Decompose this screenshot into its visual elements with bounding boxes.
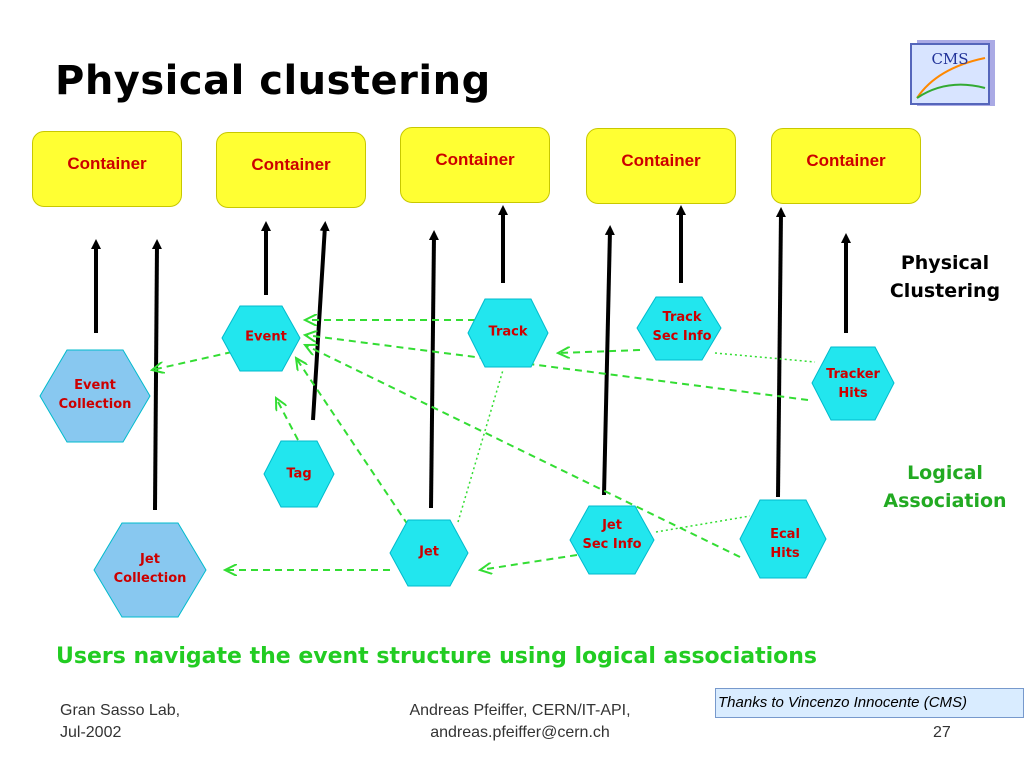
cms-logo-text: CMS <box>931 50 968 68</box>
logical-arrow <box>276 398 299 441</box>
physical-arrow <box>151 239 162 511</box>
container-box-4: Container <box>586 128 736 204</box>
object-node-tag <box>263 440 335 508</box>
object-node-track-sec-info <box>636 296 722 361</box>
page-number: 27 <box>933 724 951 741</box>
thanks-box: Thanks to Vincenzo Innocente (CMS) <box>715 688 1024 718</box>
object-node-ecal-hits <box>739 499 827 579</box>
object-node-tracker-hits <box>811 346 895 421</box>
legend-physical-clustering: Physical Clustering <box>889 252 1001 302</box>
object-node-jet <box>389 519 469 587</box>
physical-arrow <box>602 225 615 496</box>
collection-node-jet-collection <box>93 522 207 618</box>
object-node-track <box>467 298 549 368</box>
page-title: Physical clustering <box>55 58 491 104</box>
collection-node-event-collection <box>39 349 151 443</box>
container-box-2: Container <box>216 132 366 208</box>
logical-arrow <box>305 335 809 401</box>
dotted-link <box>655 515 751 533</box>
container-box-1: Container <box>32 131 182 207</box>
object-node-jet-sec-info <box>569 505 655 575</box>
object-node-event <box>221 305 301 372</box>
physical-arrow <box>775 207 786 498</box>
object-nodes <box>39 296 895 618</box>
container-box-3: Container <box>400 127 550 203</box>
logical-arrows <box>152 320 809 570</box>
logical-arrow <box>558 350 641 353</box>
physical-arrows <box>91 205 851 511</box>
slide-caption: Users navigate the event structure using… <box>56 644 818 669</box>
physical-arrow <box>311 221 330 421</box>
logical-arrow <box>152 351 233 370</box>
footer-left: Gran Sasso Lab, Jul-2002 <box>60 702 181 741</box>
footer-center: Andreas Pfeiffer, CERN/IT-API, andreas.p… <box>409 702 631 741</box>
dotted-links <box>457 352 816 533</box>
logical-arrow <box>480 554 578 570</box>
container-box-5: Container <box>771 128 921 204</box>
cms-logo: CMS <box>910 40 995 106</box>
dotted-link <box>714 352 816 363</box>
physical-arrow <box>428 230 439 509</box>
logical-arrow <box>296 358 409 526</box>
logical-arrow <box>305 345 741 558</box>
legend-logical-association: Logical Association <box>883 462 1007 512</box>
dotted-link <box>457 369 504 523</box>
